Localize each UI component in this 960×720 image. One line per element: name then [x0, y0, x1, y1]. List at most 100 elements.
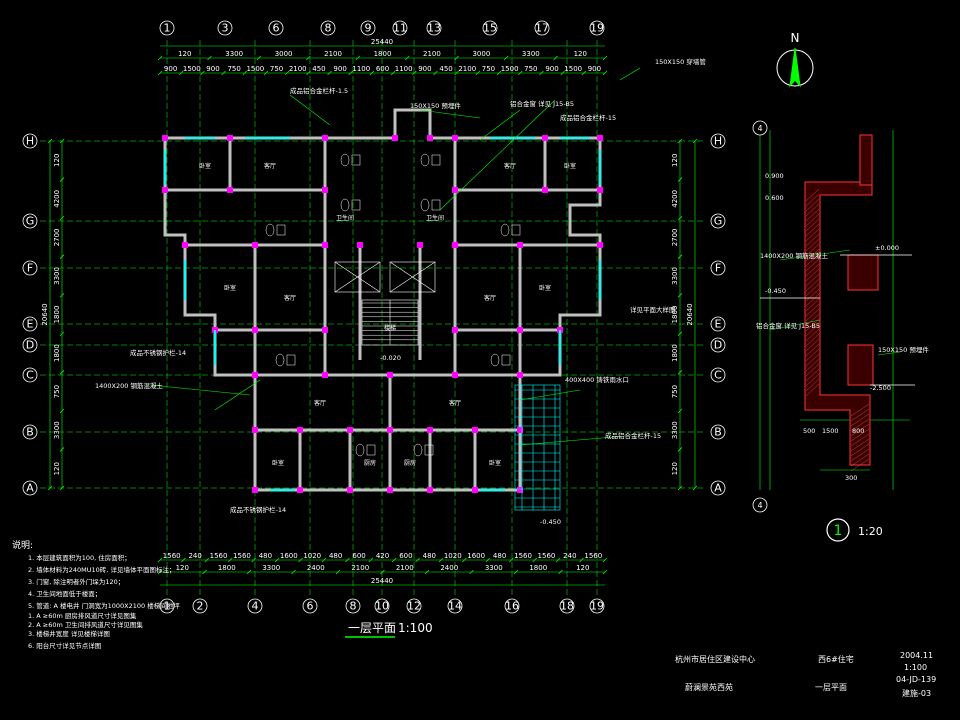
toilet-fixture — [265, 223, 275, 237]
title-block-date: 2004.11 — [900, 651, 933, 660]
hatch-line — [805, 383, 820, 397]
section-parapet — [859, 134, 873, 186]
notes-line: 4. 卫生间地面低于楼面； — [28, 589, 101, 598]
dim-top-row2-tick — [242, 70, 248, 76]
dim-right-tick — [677, 370, 683, 375]
dim-top-row2-tick — [560, 70, 565, 76]
dim-bottom-row1-text: 1560 — [584, 552, 602, 560]
dim-bottom-row2-text: 1800 — [529, 564, 547, 572]
annotation: 150X150 预埋件 — [410, 101, 461, 110]
annotation: 400X400 铸铁雨水口 — [565, 375, 629, 384]
room-label-living: 客厅 — [504, 162, 516, 170]
grid-bubble-top — [159, 20, 175, 36]
room-label-living: 客厅 — [264, 162, 276, 170]
hatch-line — [805, 368, 820, 382]
column — [542, 187, 548, 193]
grid-bubble-left — [22, 337, 38, 353]
hatch-line — [805, 193, 820, 207]
dim-top-row2-tick — [178, 70, 184, 76]
grid-bubble-bottom — [559, 598, 575, 614]
detail-annotation: 1400X200 钢筋混凝土 — [760, 251, 828, 260]
hatch-line — [805, 223, 820, 237]
grid-bubble-bottom — [192, 598, 208, 614]
grid-bubble-bottom-label: 14 — [448, 600, 462, 613]
ramp-outline — [514, 384, 561, 511]
dim-bottom-row1-text: 240 — [188, 552, 201, 560]
dim-right-text: 120 — [671, 462, 679, 475]
column — [322, 327, 328, 333]
dim-bottom-row1-text: 1560 — [233, 552, 251, 560]
dim-left-total-text: 20640 — [41, 303, 49, 325]
dim-top-row2-text: 1100 — [395, 65, 413, 73]
column — [322, 187, 328, 193]
detail-dim-text: 1500 — [822, 427, 839, 435]
hatch-line — [805, 378, 820, 392]
grid-bubble-left — [22, 316, 38, 332]
grid-bubble-right — [710, 367, 726, 383]
grid-bubble-bottom — [504, 598, 520, 614]
hatch-line — [805, 278, 820, 292]
column — [517, 327, 523, 333]
column — [297, 487, 303, 493]
dim-right-tick — [677, 485, 683, 491]
dim-bottom-total-text: 25440 — [371, 577, 393, 585]
dim-bottom-row1-text: 240 — [563, 552, 576, 560]
dim-top-row2-tick — [327, 70, 332, 76]
dim-right-text: 3300 — [671, 267, 679, 285]
column — [452, 372, 458, 378]
column — [392, 135, 398, 141]
notes-line: 2. 墙体材料为240MU10砖, 详见墙体平面图标注； — [28, 565, 175, 574]
dim-bottom-row1-tick — [532, 557, 538, 563]
dim-bottom-row2-text: 2400 — [440, 564, 458, 572]
grid-bubble-top — [268, 20, 284, 36]
room-label-bedroom: 卧室 — [224, 284, 236, 292]
grid-bubble-top — [534, 20, 550, 36]
column — [597, 135, 603, 141]
notes-line: 1. 本层建筑面积为100, 住房面积； — [28, 553, 131, 562]
detail-elevation: ±0.000 — [875, 244, 899, 252]
toilet-fixture — [500, 223, 510, 237]
dim-right-tick — [677, 292, 683, 298]
hatch-line — [805, 313, 820, 327]
hatch-line — [850, 418, 870, 432]
detail-dim-text: 0.900 — [765, 172, 784, 180]
north-arrow-pointer — [789, 47, 801, 88]
hatch-line — [805, 333, 820, 347]
dim-top-row2-text: 900 — [333, 65, 346, 73]
leader-line — [149, 384, 251, 396]
grid-bubble-bottom — [247, 598, 263, 614]
elevator-cross — [389, 261, 436, 293]
grid-bubble-right — [710, 337, 726, 353]
dim-top-row2-text: 900 — [545, 65, 558, 73]
grid-bubble-top-label: 11 — [393, 22, 407, 35]
title-block: 杭州市居住区建设中心 西6#住宅 蔚澜景苑西苑 一层平面 2004.11 1:1… — [675, 651, 936, 698]
dim-bottom-row1-text: 480 — [423, 552, 436, 560]
column — [252, 427, 258, 433]
dim-top-row2-tick — [200, 70, 205, 76]
toilet-fixture — [490, 353, 500, 367]
grid-bubble-right-label: E — [715, 318, 722, 331]
elevation-label: -0.020 — [380, 354, 401, 362]
grid-bubble-top-label: 3 — [222, 22, 229, 35]
room-label-bedroom: 卧室 — [564, 162, 576, 170]
title-block-scale: 1:100 — [904, 663, 927, 672]
grid-bubble-left-label: H — [26, 135, 34, 148]
dim-bottom-row1-tick — [485, 557, 491, 563]
grid-bubble-left — [22, 367, 38, 383]
dim-top-row2-text: 750 — [524, 65, 537, 73]
grid-bubble-top — [392, 20, 408, 36]
hatch-line — [805, 263, 820, 277]
column — [227, 135, 233, 141]
room-label-stair: 楼梯 — [384, 324, 396, 332]
dim-right-tick — [677, 331, 683, 337]
toilet-fixture — [340, 198, 350, 212]
column — [452, 135, 458, 141]
dim-left-text: 4200 — [53, 190, 61, 208]
grid-bubble-bottom — [447, 598, 463, 614]
room-label-living: 客厅 — [449, 399, 461, 407]
toilet-fixture — [420, 198, 430, 212]
room-label-living: 客厅 — [284, 294, 296, 302]
dim-bottom-row1-text: 1600 — [280, 552, 298, 560]
hatch-line — [805, 273, 820, 287]
